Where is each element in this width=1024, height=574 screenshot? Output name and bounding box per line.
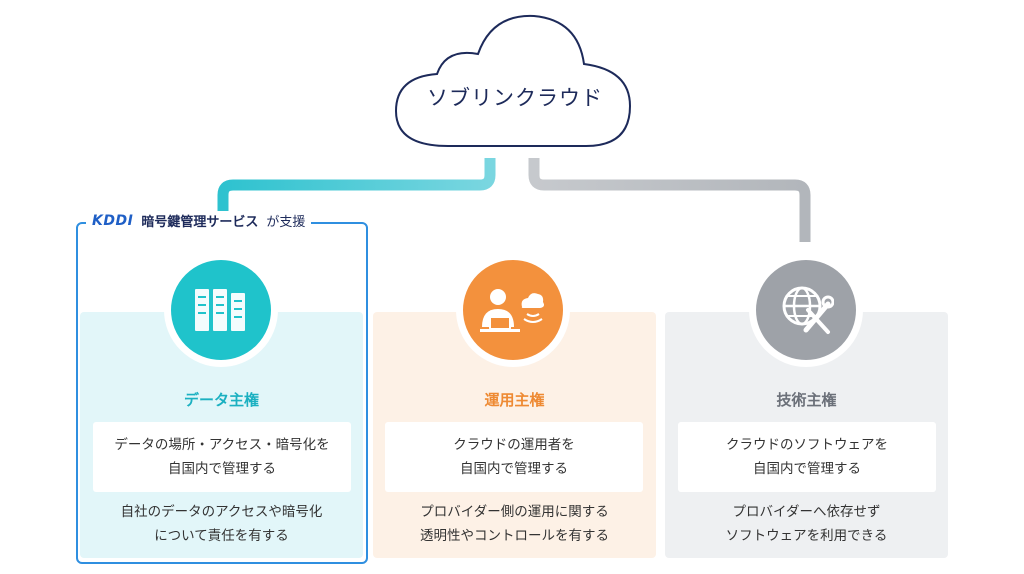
globe-tools-icon bbox=[749, 253, 863, 367]
connector-data bbox=[217, 158, 496, 216]
support-suffix: が支援 bbox=[266, 215, 306, 230]
service-name: 暗号鍵管理サービス bbox=[141, 215, 259, 230]
connector-tech bbox=[528, 158, 811, 242]
kddi-support-label: KDDI 暗号鍵管理サービス が支援 bbox=[86, 211, 312, 230]
pillar-description-ops: クラウドの運用者を 自国内で管理する bbox=[385, 422, 643, 492]
pillar-note-tech: プロバイダーへ依存せず ソフトウェアを利用できる bbox=[725, 504, 888, 544]
cloud-label: ソブリンクラウド bbox=[427, 86, 603, 110]
pillar-title-data: データ主権 bbox=[183, 391, 259, 409]
pillar-title-ops: 運用主権 bbox=[484, 391, 545, 409]
pillar-description-tech: クラウドのソフトウェアを 自国内で管理する bbox=[678, 422, 936, 492]
server-rack-icon bbox=[164, 253, 278, 367]
pillar-note-data: 自社のデータのアクセスや暗号化 について責任を有する bbox=[120, 504, 323, 544]
pillar-note-ops: プロバイダー側の運用に関する 透明性やコントロールを有する bbox=[420, 504, 609, 544]
cloud-shape bbox=[394, 14, 632, 147]
operator-cloud-icon bbox=[456, 253, 570, 367]
kddi-logo: KDDI bbox=[92, 212, 134, 229]
pillar-description-data: データの場所・アクセス・暗号化を 自国内で管理する bbox=[93, 422, 351, 492]
pillar-title-tech: 技術主権 bbox=[776, 391, 837, 409]
